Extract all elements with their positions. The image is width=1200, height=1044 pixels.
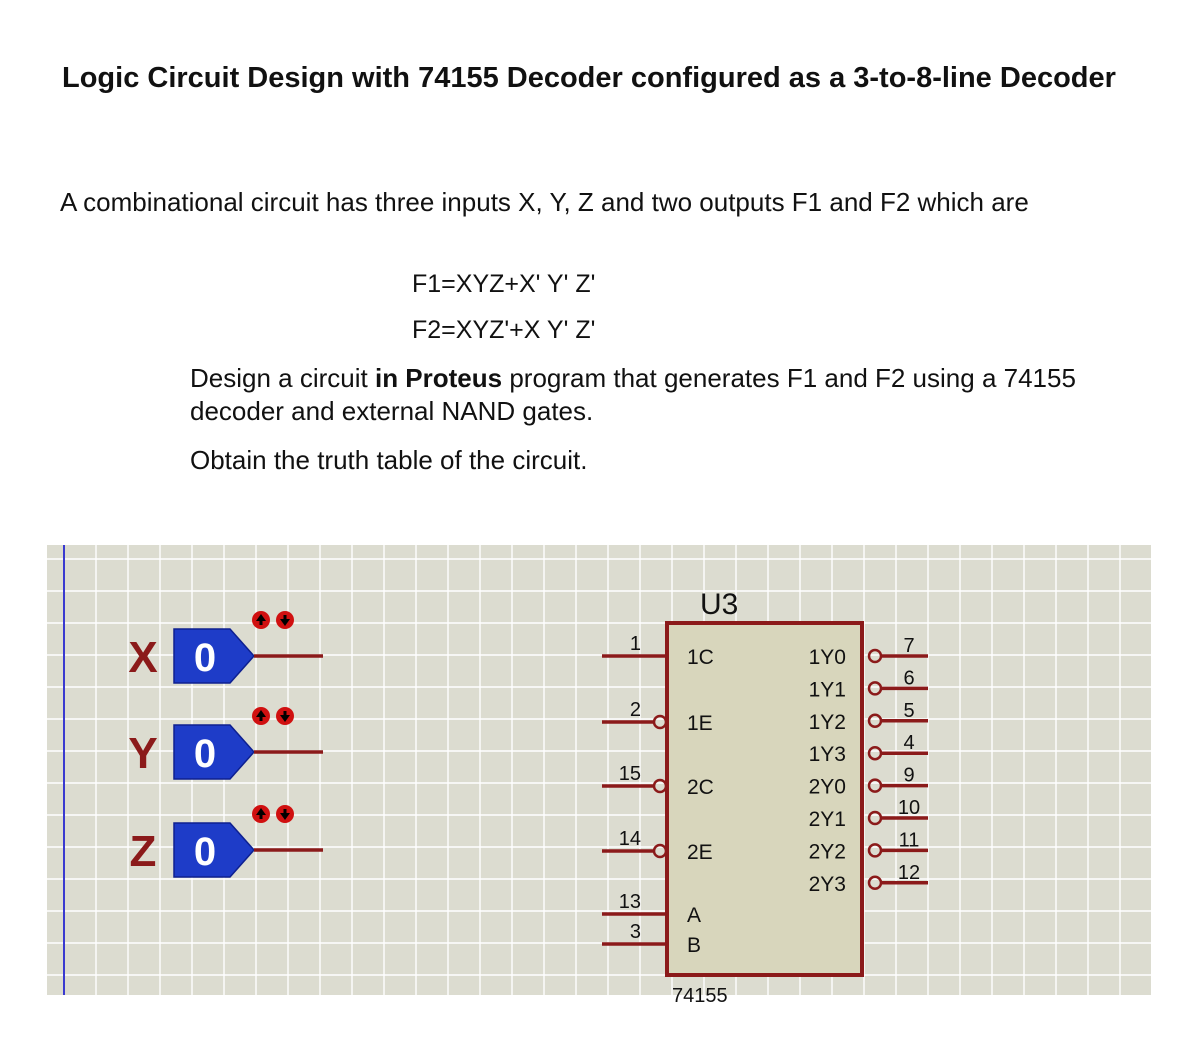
left-pin-1e[interactable]: 2 1E xyxy=(602,699,713,735)
right-pin-2y0[interactable]: 2Y0 9 xyxy=(809,765,928,799)
chip-body[interactable] xyxy=(665,621,864,977)
input-state-value: 0 xyxy=(194,732,216,776)
arrow-down-stem xyxy=(283,711,287,716)
inversion-bubble xyxy=(652,778,668,794)
pin-number: 2 xyxy=(630,699,641,721)
arrow-down-stem xyxy=(283,615,287,620)
pin-number: 3 xyxy=(630,921,641,943)
pin-number: 9 xyxy=(903,765,914,787)
input-label: Z xyxy=(130,827,157,876)
right-pin-2y1[interactable]: 2Y1 10 xyxy=(809,797,928,831)
inversion-bubble xyxy=(867,843,883,858)
pin-label: 1Y1 xyxy=(809,678,846,701)
document-title: Logic Circuit Design with 74155 Decoder … xyxy=(62,62,1116,94)
arrow-up-stem xyxy=(259,620,263,625)
pin-number: 11 xyxy=(899,829,920,851)
arrow-up-icon xyxy=(256,710,266,717)
pin-label: 1E xyxy=(687,712,713,735)
right-pin-2y2[interactable]: 2Y2 11 xyxy=(809,829,928,863)
arrow-down-icon xyxy=(280,619,290,626)
arrow-up-stem xyxy=(259,814,263,819)
chip-reference: U3 xyxy=(700,588,738,621)
arrow-down-stem xyxy=(283,809,287,814)
arrow-up-icon xyxy=(256,808,266,815)
inversion-bubble xyxy=(867,648,883,664)
arrow-up-icon xyxy=(256,614,266,621)
arrow-down-icon xyxy=(280,813,290,820)
chip-part-number: 74155 xyxy=(672,985,728,1007)
arrow-down-icon xyxy=(280,715,290,722)
pin-number: 4 xyxy=(903,732,914,754)
pin-label: 1Y2 xyxy=(809,711,846,734)
input-state-box[interactable] xyxy=(173,822,256,878)
right-pin-2y3[interactable]: 2Y3 12 xyxy=(809,862,928,896)
inversion-bubble xyxy=(867,810,883,826)
equation-f1: F1=XYZ+X' Y' Z' xyxy=(412,270,596,298)
grid xyxy=(47,545,1151,995)
pin-label: 1C xyxy=(687,646,714,669)
inversion-bubble xyxy=(652,714,668,730)
pin-number: 6 xyxy=(903,667,914,689)
input-state-value: 0 xyxy=(194,636,216,680)
pin-label: B xyxy=(687,934,701,957)
inversion-bubble xyxy=(867,681,883,696)
input-state-value: 0 xyxy=(194,830,216,874)
inversion-bubble xyxy=(867,713,883,729)
intro-paragraph: A combinational circuit has three inputs… xyxy=(60,187,1029,217)
left-pin-b[interactable]: 3B xyxy=(602,921,701,957)
pin-label: 1Y0 xyxy=(809,646,846,669)
pin-number: 7 xyxy=(903,635,914,657)
input-label: Y xyxy=(128,729,157,778)
pin-label: 2E xyxy=(687,841,713,864)
left-pin-a[interactable]: 13A xyxy=(602,891,701,927)
design-paragraph: Design a circuit in Proteus program that… xyxy=(190,362,1090,428)
pin-number: 5 xyxy=(903,700,914,722)
left-pin-1c[interactable]: 1 1C xyxy=(602,633,714,669)
pin-label: 2C xyxy=(687,776,714,799)
arrow-up-stem xyxy=(259,716,263,721)
input-label: X xyxy=(128,633,157,682)
right-pin-1y0[interactable]: 1Y0 7 xyxy=(809,635,928,669)
pin-number: 13 xyxy=(619,891,641,913)
equation-f2: F2=XYZ'+X Y' Z' xyxy=(412,316,596,344)
design-text-suffix: program that generates F1 and F2 using a… xyxy=(190,363,1076,426)
left-pin-2e[interactable]: 14 2E xyxy=(602,828,713,864)
inversion-bubble xyxy=(867,745,883,761)
design-text-prefix: Design a circuit xyxy=(190,363,375,393)
pin-number: 12 xyxy=(898,862,920,884)
pin-label: 1Y3 xyxy=(809,743,846,766)
pin-label: A xyxy=(687,904,701,927)
right-pin-1y2[interactable]: 1Y2 5 xyxy=(809,700,928,734)
pin-number: 14 xyxy=(619,828,641,850)
pin-label: 2Y3 xyxy=(809,873,846,896)
design-text-bold: in Proteus xyxy=(374,363,503,393)
input-state-box[interactable] xyxy=(173,724,256,780)
right-pin-1y3[interactable]: 1Y3 4 xyxy=(809,732,928,766)
pin-label: 2Y2 xyxy=(809,840,846,863)
pin-label: 2Y1 xyxy=(809,808,846,831)
inversion-bubble xyxy=(652,843,668,859)
input-state-box[interactable] xyxy=(173,628,256,684)
left-pin-2c[interactable]: 15 2C xyxy=(602,763,714,799)
pin-label: 2Y0 xyxy=(809,776,846,799)
inversion-bubble xyxy=(867,778,883,793)
pin-number: 15 xyxy=(619,763,641,785)
pin-number: 10 xyxy=(898,797,920,819)
pin-number: 1 xyxy=(630,633,641,655)
right-pin-1y1[interactable]: 1Y1 6 xyxy=(809,667,928,701)
obtain-paragraph: Obtain the truth table of the circuit. xyxy=(190,445,588,475)
